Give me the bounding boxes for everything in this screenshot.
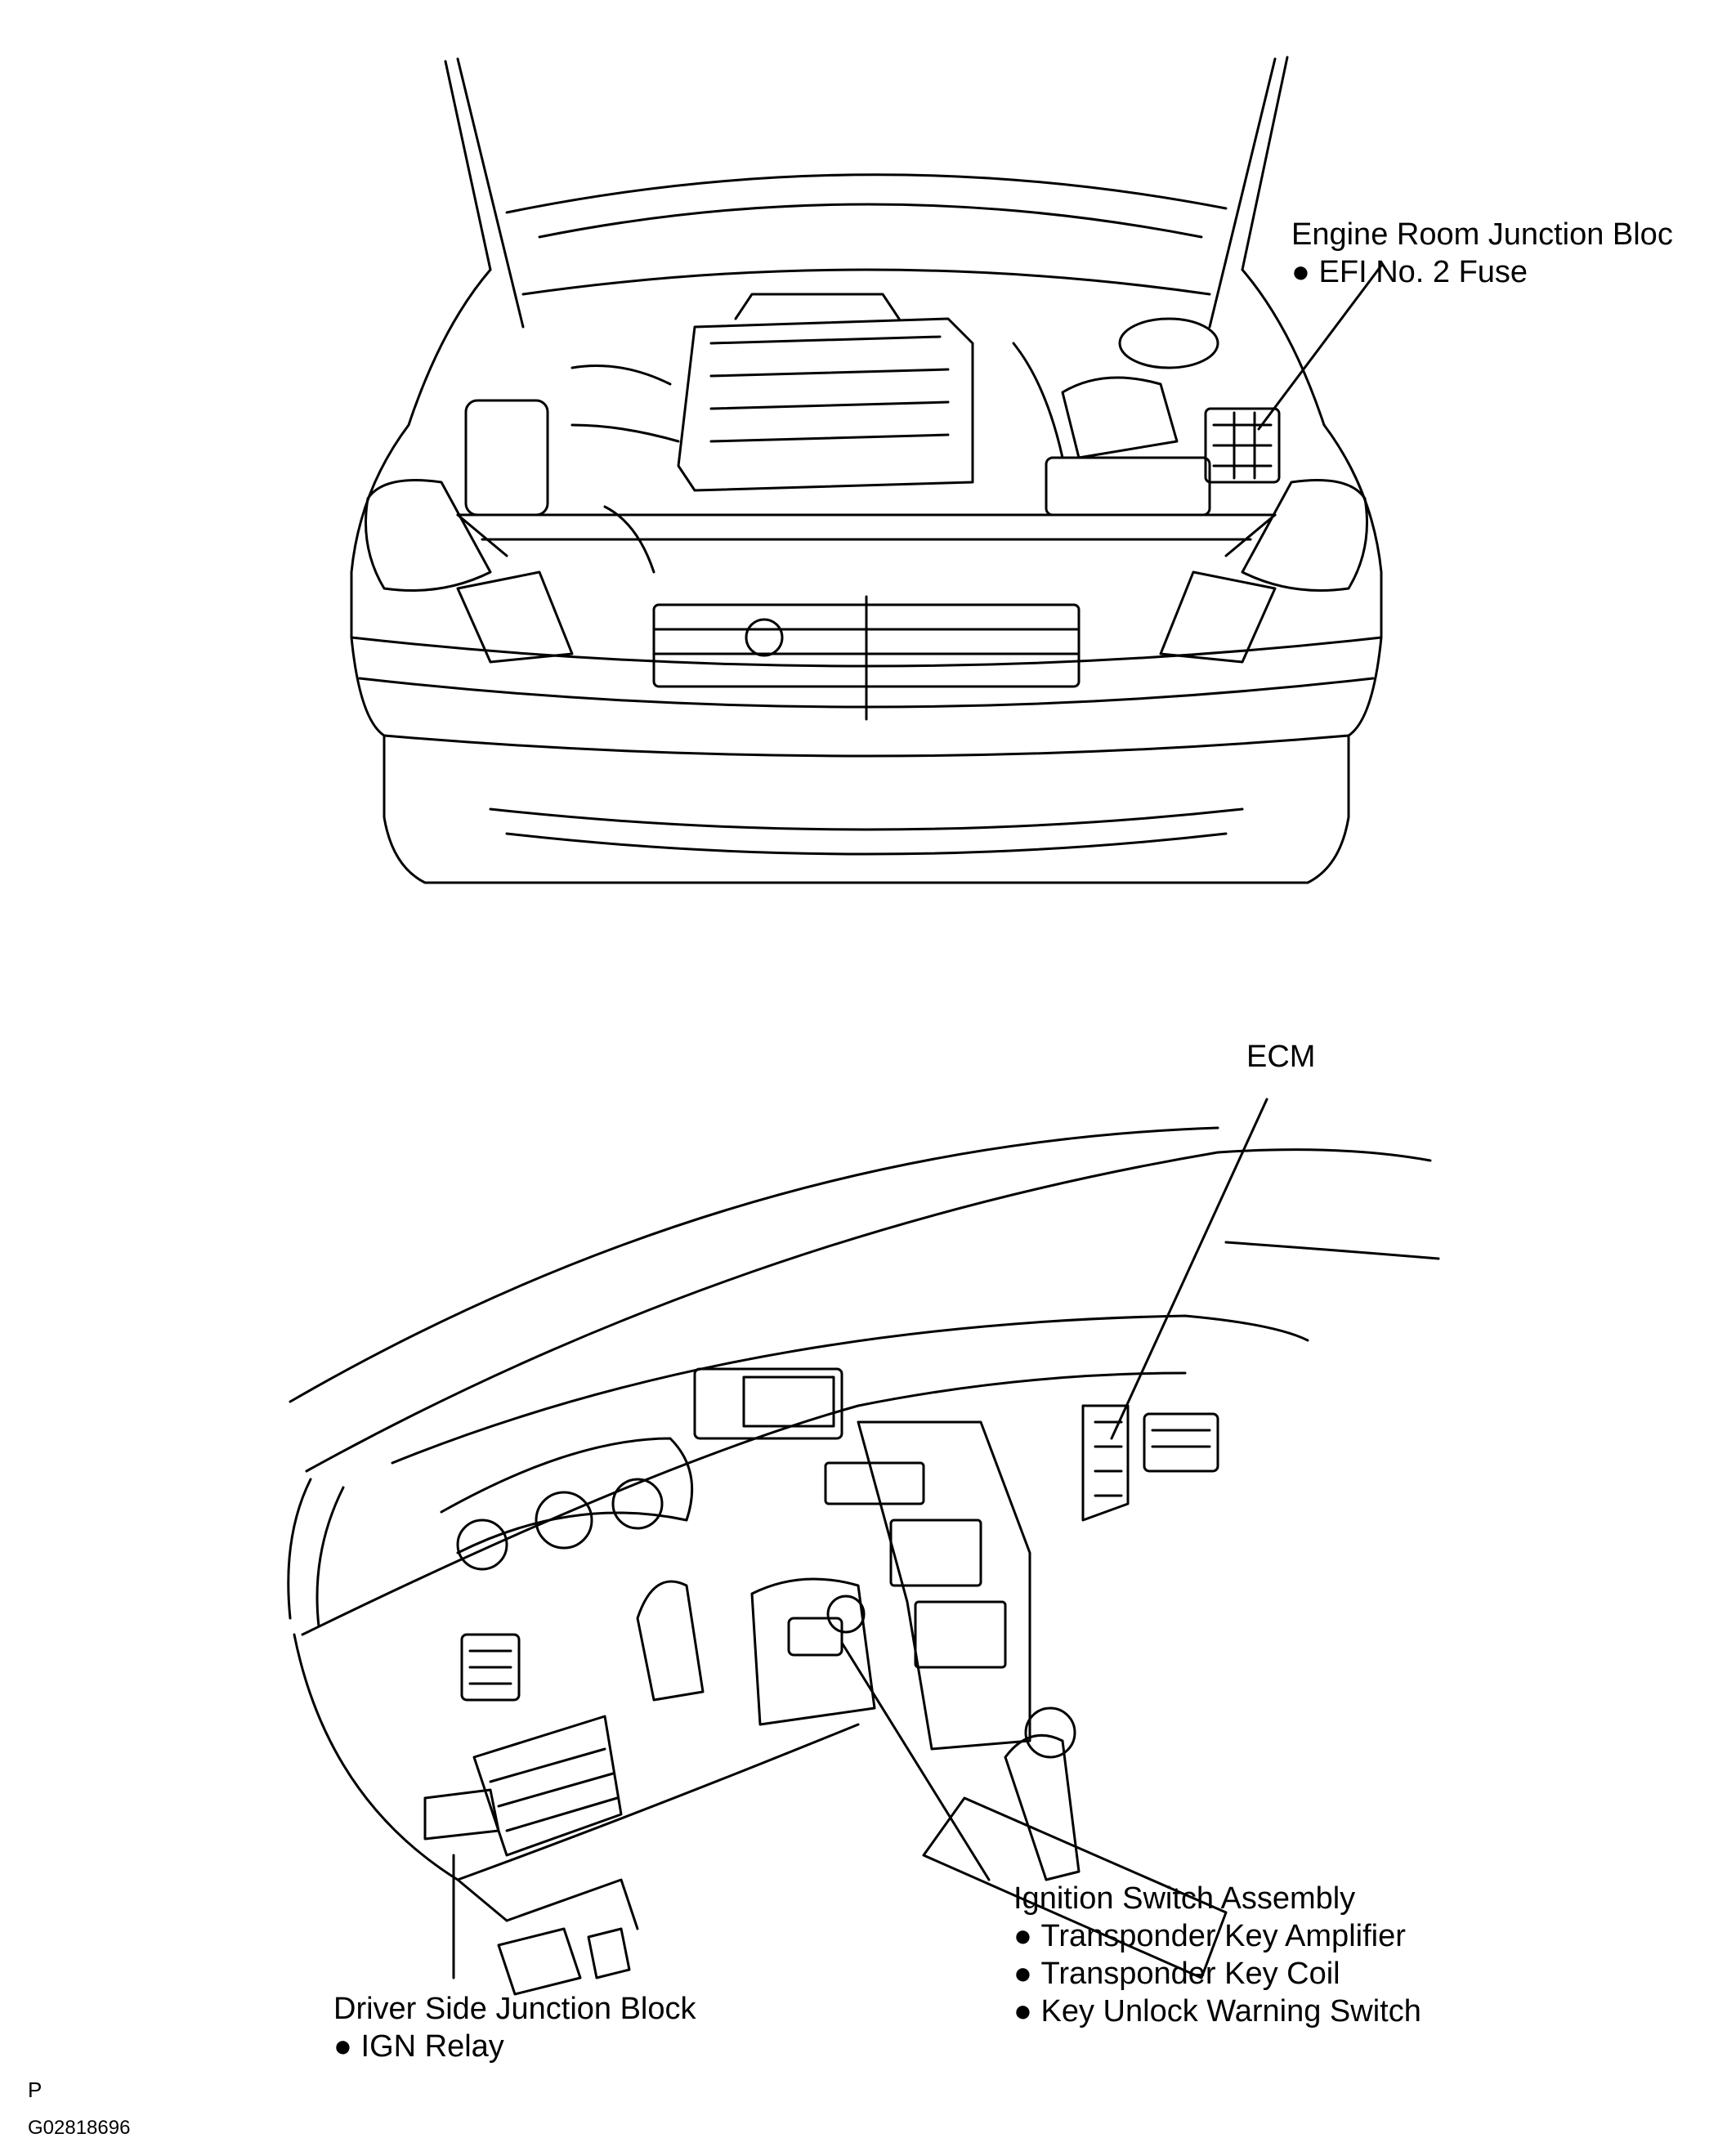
ignition-switch-assembly-label: Ignition Switch Assembly Transponder Key… [1013,1880,1421,2030]
driver-side-junction-block-title: Driver Side Junction Block [333,1992,696,2026]
ecm-label: ECM [1246,1040,1316,1074]
driver-side-junction-block-label: Driver Side Junction Block IGN Relay [333,1990,696,2065]
ign-relay-item: IGN Relay [333,2028,696,2065]
figure-code: G02818696 [28,2117,131,2139]
ignition-switch-assembly-title: Ignition Switch Assembly [1013,1881,1356,1916]
engine-room-junction-block-title: Engine Room Junction Bloc [1291,217,1673,252]
ecm-leader-line [1110,1098,1268,1440]
efi-no2-fuse-item: EFI No. 2 Fuse [1291,253,1673,291]
engine-bay-drawing [350,56,1383,884]
engine-room-junction-block-label: Engine Room Junction Bloc EFI No. 2 Fuse [1291,216,1673,291]
ignition-switch-leader-line [840,1641,991,1881]
footer-marker: P [28,2078,43,2102]
transponder-key-amplifier-item: Transponder Key Amplifier [1013,1917,1421,1955]
key-unlock-warning-switch-item: Key Unlock Warning Switch [1013,1993,1421,2030]
transponder-key-coil-item: Transponder Key Coil [1013,1955,1421,1993]
dashboard-drawing [287,1126,1440,1996]
engine-room-leader-line [1257,264,1383,431]
